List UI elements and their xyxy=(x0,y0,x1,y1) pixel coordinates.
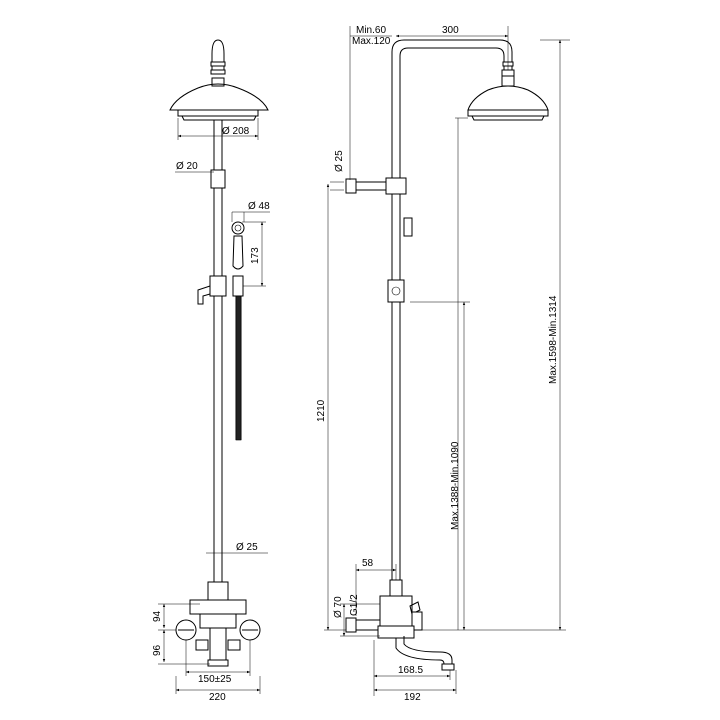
front-view: Ø 208 Ø 20 Ø 48 173 Ø 25 94 xyxy=(152,39,270,703)
dim-arm-length: 300 xyxy=(442,25,459,36)
dim-thread: G1/2 xyxy=(349,594,360,616)
front-dimensions: Ø 208 Ø 20 Ø 48 173 Ø 25 94 xyxy=(152,118,270,703)
dim-pipe-upper-diameter: Ø 20 xyxy=(176,161,198,172)
dim-overall-depth: 192 xyxy=(404,692,421,703)
dim-mixer-upper-height: 94 xyxy=(152,610,163,622)
dim-handshower-height: Max.1388-Min.1090 xyxy=(450,441,461,530)
side-mixer xyxy=(345,579,455,671)
dim-offset-min: Min.60 xyxy=(356,25,386,36)
front-mixer xyxy=(175,581,261,667)
dim-inlet-diameter: Ø 70 xyxy=(333,596,344,618)
dim-inlet-centres: 150±25 xyxy=(198,674,232,685)
dim-pipe-lower-diameter: Ø 25 xyxy=(236,542,258,553)
side-shower-head xyxy=(467,75,549,121)
dim-mixer-offset: 58 xyxy=(362,558,374,569)
dim-bracket-diameter: Ø 25 xyxy=(334,150,345,172)
front-handshower xyxy=(231,221,245,441)
side-dimensions: Min.60 Max.120 300 Ø 25 1210 Max.1388-Mi… xyxy=(316,25,570,703)
dim-head-height: Max.1598-Min.1314 xyxy=(548,295,559,384)
dim-offset-max: Max.120 xyxy=(352,36,391,47)
dim-handshower-length: 173 xyxy=(250,247,261,264)
front-shower-head xyxy=(169,83,269,121)
dim-head-diameter: Ø 208 xyxy=(222,126,250,137)
dim-spout-reach: 168.5 xyxy=(398,665,423,676)
dim-riser-height: 1210 xyxy=(316,399,327,422)
dim-mixer-lower-height: 96 xyxy=(152,644,163,656)
side-wall-bracket xyxy=(345,177,407,195)
side-view: Min.60 Max.120 300 Ø 25 1210 Max.1388-Mi… xyxy=(316,25,570,703)
dim-handshower-diameter: Ø 48 xyxy=(248,201,270,212)
dim-overall-width: 220 xyxy=(209,692,226,703)
